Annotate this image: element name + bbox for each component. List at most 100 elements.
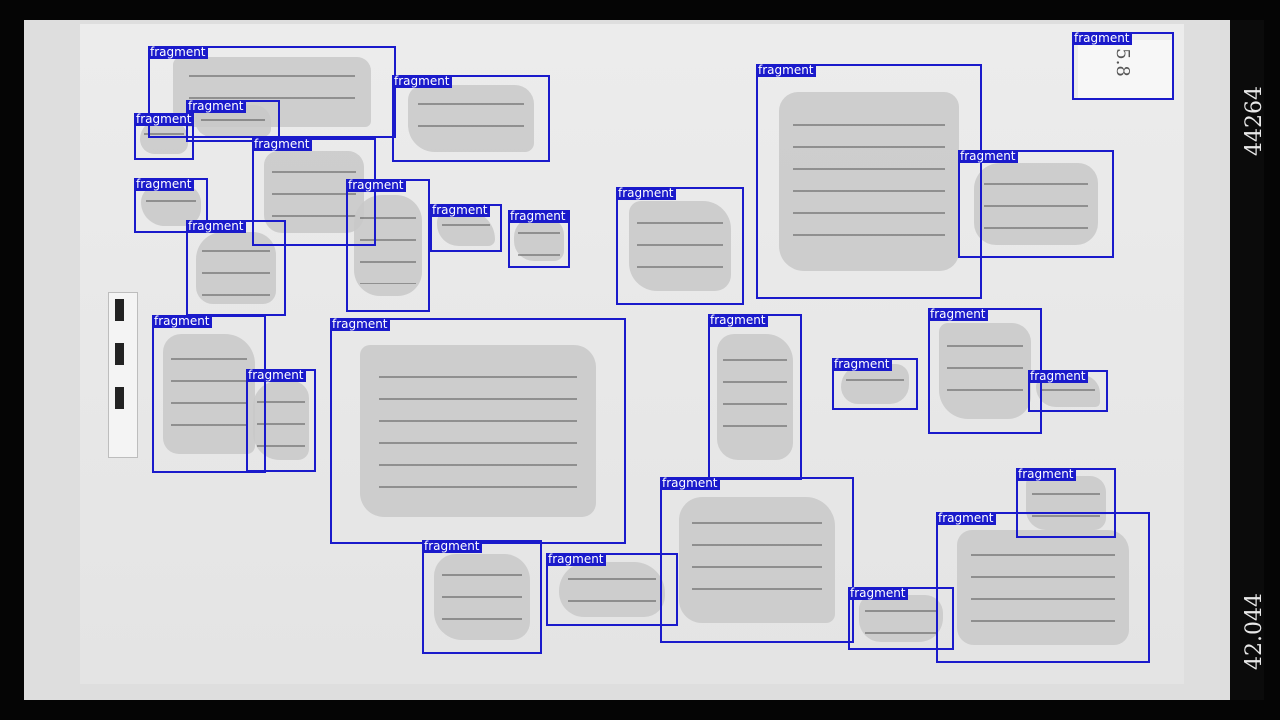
fragment-box-label: fragment	[848, 586, 908, 600]
fragment-box[interactable]: fragment	[546, 553, 678, 626]
fragment-box[interactable]: fragment	[508, 210, 570, 268]
text-lines	[846, 368, 904, 400]
parchment-fragment	[141, 184, 201, 227]
fragment-box-label: fragment	[616, 186, 676, 200]
fragment-box[interactable]: fragment	[660, 477, 854, 643]
parchment-fragment	[778, 92, 960, 271]
fragment-box-label: fragment	[422, 539, 482, 553]
parchment-fragment	[434, 553, 530, 641]
fragment-box-label: fragment	[1016, 467, 1076, 481]
fragment-box-label: fragment	[756, 63, 816, 77]
fragment-box[interactable]: fragment	[246, 369, 316, 472]
fragment-box-label: fragment	[1072, 31, 1132, 45]
fragment-box[interactable]: fragment	[430, 204, 502, 252]
fragment-box[interactable]: fragment	[186, 100, 280, 142]
scale-segment	[115, 387, 124, 409]
parchment-fragment	[957, 530, 1129, 645]
fragment-box[interactable]: fragment	[756, 64, 982, 299]
text-lines	[691, 512, 823, 608]
fragment-box-label: fragment	[1028, 369, 1088, 383]
fragment-box-label: fragment	[330, 317, 390, 331]
fragment-box[interactable]: fragment	[134, 178, 208, 233]
fragment-box[interactable]: fragment	[422, 540, 542, 654]
fragment-box[interactable]: fragment	[936, 512, 1150, 663]
fragment-box[interactable]: fragment	[928, 308, 1042, 434]
fragment-box[interactable]: fragment	[848, 587, 954, 650]
text-lines	[518, 222, 560, 256]
parchment-fragment	[354, 194, 422, 297]
parchment-fragment	[628, 201, 732, 291]
text-lines	[983, 172, 1089, 236]
film-edge	[1230, 20, 1264, 700]
scale-ruler	[108, 292, 138, 458]
fragment-box-label: fragment	[392, 74, 452, 88]
text-lines	[567, 568, 657, 611]
fragment-box[interactable]: fragment	[958, 150, 1114, 258]
fragment-box[interactable]: fragment	[346, 179, 430, 312]
text-lines	[441, 564, 523, 630]
fragment-box-label: fragment	[134, 112, 194, 126]
text-lines	[865, 600, 937, 637]
fragment-box-label: fragment	[660, 476, 720, 490]
fragment-box[interactable]: fragment	[616, 187, 744, 305]
text-lines	[1032, 482, 1100, 524]
parchment-fragment	[717, 333, 793, 461]
fragment-box[interactable]: fragment	[152, 315, 266, 473]
parchment-fragment	[514, 216, 564, 262]
fragment-box-label: fragment	[246, 368, 306, 382]
parchment-fragment	[359, 345, 597, 517]
fragment-box-label: fragment	[928, 307, 988, 321]
fragment-box[interactable]: fragment	[186, 220, 286, 316]
fragment-box[interactable]: fragment	[148, 46, 396, 138]
fragment-box-label: fragment	[708, 313, 768, 327]
text-lines	[723, 349, 787, 445]
edge-label-top: 44264	[1242, 86, 1267, 156]
text-lines	[971, 543, 1115, 632]
text-lines	[946, 334, 1024, 408]
fragment-box-label: fragment	[152, 314, 212, 328]
catalog-tag: 5.8	[1078, 40, 1174, 98]
text-lines	[636, 211, 723, 281]
parchment-fragment	[973, 162, 1099, 246]
parchment-fragment	[196, 231, 276, 305]
text-lines	[441, 214, 491, 242]
parchment-fragment	[939, 323, 1031, 419]
text-lines	[793, 113, 945, 250]
fragment-box-label: fragment	[832, 357, 892, 371]
fragment-box[interactable]: fragment	[252, 138, 376, 246]
parchment-fragment	[1026, 476, 1106, 530]
text-lines	[272, 160, 356, 224]
text-lines	[202, 240, 270, 296]
scale-segment	[115, 299, 124, 321]
parchment-fragment	[858, 594, 944, 643]
parchment-fragment	[559, 561, 665, 618]
fragment-box[interactable]: fragment	[330, 318, 626, 544]
fragment-box-label: fragment	[546, 552, 606, 566]
fragment-box[interactable]: fragment	[708, 314, 802, 480]
fragment-box[interactable]: fragment	[1016, 468, 1116, 538]
fragment-box-label: fragment	[186, 219, 246, 233]
text-lines	[170, 348, 248, 440]
fragment-box[interactable]: fragment	[134, 113, 194, 160]
text-lines	[378, 365, 578, 497]
edge-label-bottom: 42.044	[1242, 593, 1267, 670]
fragment-box-label: fragment	[346, 178, 406, 192]
fragment-box-label: fragment	[958, 149, 1018, 163]
fragment-box[interactable]: fragment	[1028, 370, 1108, 412]
fragment-box-label: fragment	[936, 511, 996, 525]
fragment-box-label: fragment	[134, 177, 194, 191]
parchment-fragment	[679, 496, 835, 624]
fragment-box[interactable]: fragment	[1072, 32, 1174, 100]
text-lines	[146, 189, 196, 222]
scale-segment	[115, 343, 124, 365]
parchment-fragment	[163, 333, 255, 455]
text-lines	[417, 93, 525, 144]
fragment-box-label: fragment	[252, 137, 312, 151]
parchment-fragment	[407, 85, 535, 152]
fragment-box-label: fragment	[508, 209, 568, 223]
fragment-box[interactable]: fragment	[392, 75, 550, 162]
fragment-box-label: fragment	[186, 99, 246, 113]
fragment-box[interactable]: fragment	[832, 358, 918, 410]
fragment-box-label: fragment	[148, 45, 208, 59]
